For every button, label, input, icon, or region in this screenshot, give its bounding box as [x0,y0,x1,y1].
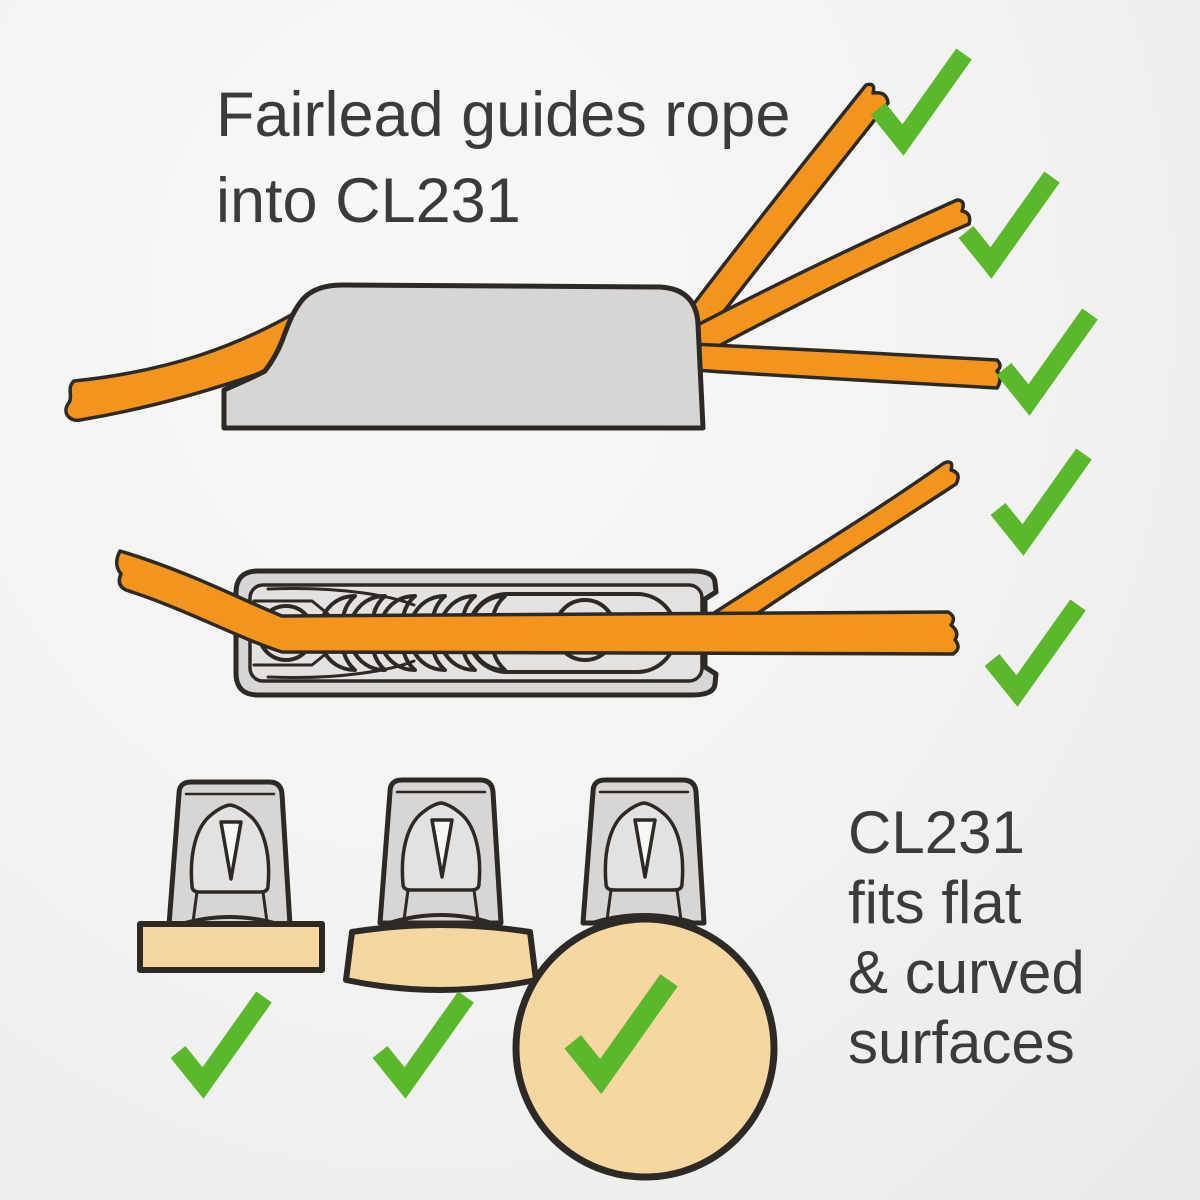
rope-steep-angle [678,82,890,344]
side-view-figure [64,82,1002,431]
rope-fan-top-view [698,460,960,647]
checkmark-icon [1004,314,1090,400]
cleat-entry-funnel-lines [252,599,330,667]
checkmark-icon [992,605,1078,691]
cleat-front-on-flat [137,782,325,973]
cleat-front-on-tube [512,780,778,1181]
title-line: Fairlead guides rope [216,80,791,150]
flat-surface-board [137,921,325,973]
caption-line: fits flat [848,869,1022,936]
rope-mid-angle [686,198,972,358]
cleat-front-on-curved [343,780,539,993]
cam-teeth-top [320,594,507,620]
rope-through-cleat [115,549,960,656]
cleat-front-view [583,780,704,923]
curved-surface-board [343,922,539,993]
caption-line: surfaces [848,1009,1075,1076]
checkmark-icon [966,177,1052,263]
checkmark-icon [998,454,1084,540]
cam-teeth-bottom [320,646,507,672]
checkmark-icon [178,997,264,1083]
title-text: Fairlead guides rope into CL231 [216,72,790,244]
cleat-inner-guide-lines [266,586,416,680]
cleat-front-view [380,780,501,923]
rope-low-angle [690,342,1002,390]
tube-surface-circle [512,915,778,1181]
cleat-front-view [169,782,290,925]
top-view-figure [115,460,960,698]
caption-text: CL231 fits flat & curved surfaces [848,798,1085,1078]
caption-line: CL231 [848,799,1025,866]
rope-fan-side [678,82,1002,390]
checkmark-icon [878,54,964,140]
checkmark-icon [380,997,466,1083]
mounting-figure [137,780,778,1181]
caption-line: & curved [848,939,1085,1006]
title-line: into CL231 [216,166,521,236]
cleat-side-body [221,282,706,431]
